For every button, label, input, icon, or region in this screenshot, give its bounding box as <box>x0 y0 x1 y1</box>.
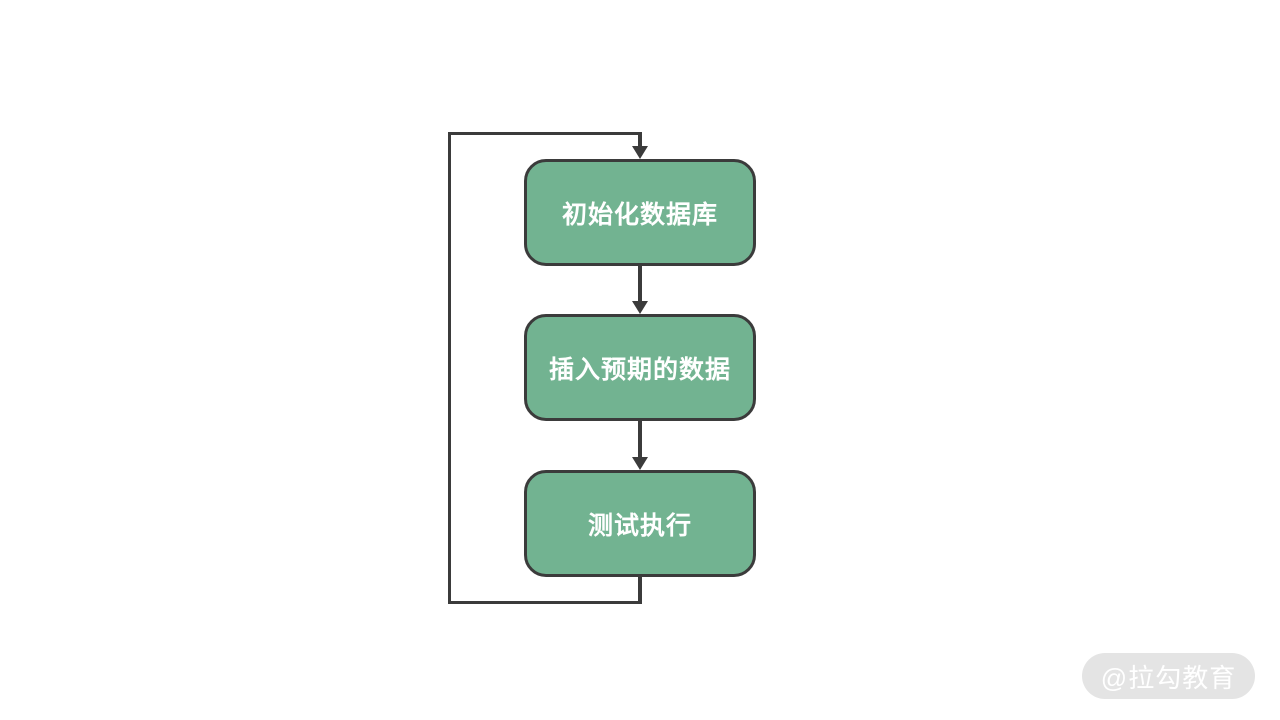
loop-exit-line <box>638 577 642 603</box>
node-insert-expected-data: 插入预期的数据 <box>524 314 756 421</box>
watermark-label: @拉勾教育 <box>1100 662 1237 693</box>
connector-line-1 <box>638 266 642 304</box>
arrow-down-icon <box>632 301 648 314</box>
node-label: 测试执行 <box>587 511 692 540</box>
connector-line-2 <box>638 421 642 459</box>
node-test-execution: 测试执行 <box>524 470 756 577</box>
watermark-badge: @拉勾教育 <box>1082 653 1255 699</box>
arrow-down-icon <box>632 146 648 159</box>
node-label: 初始化数据库 <box>561 200 718 229</box>
loop-entry-line <box>638 134 642 149</box>
loop-back-line <box>448 132 642 604</box>
node-label: 插入预期的数据 <box>548 355 731 384</box>
arrow-down-icon <box>632 457 648 470</box>
node-init-database: 初始化数据库 <box>524 159 756 266</box>
